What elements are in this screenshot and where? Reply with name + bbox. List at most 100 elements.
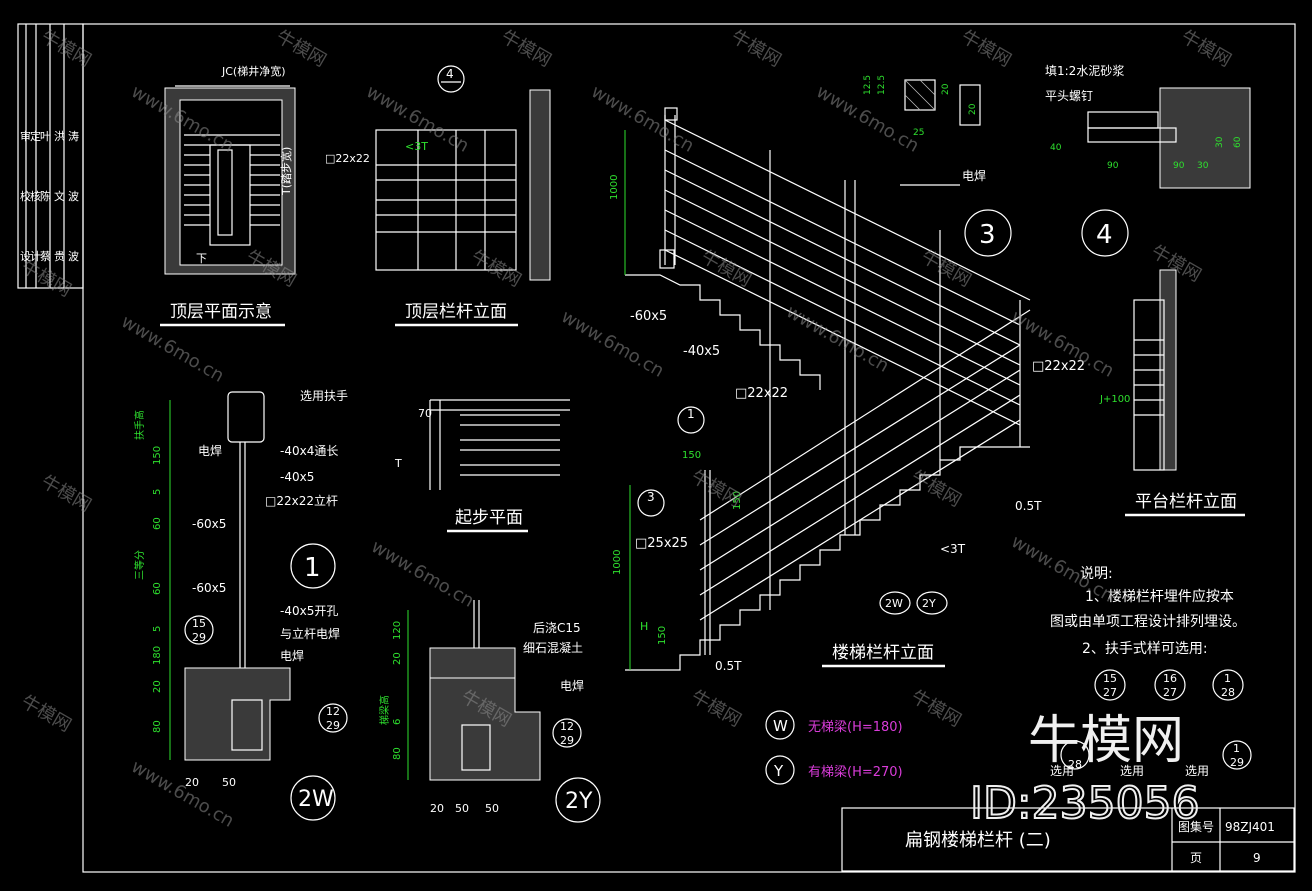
- wm-brand: 牛模网: [498, 26, 555, 71]
- detail-2y-number: 2Y: [565, 789, 593, 814]
- d2y-l3: 电焊: [560, 678, 584, 693]
- d1-l5: -60x5: [192, 581, 226, 595]
- d1-dim: 150: [152, 446, 163, 465]
- size-25x25: □25x25: [635, 536, 688, 551]
- d1-vlabel1: 扶手高: [133, 410, 146, 440]
- side-cell: 波: [68, 250, 79, 263]
- label-jc: JC(梯井净宽): [221, 64, 286, 78]
- d4-dim: 40: [1050, 143, 1062, 153]
- dim-h: H: [640, 620, 648, 633]
- atlas-number: 98ZJ401: [1225, 820, 1275, 834]
- top-plan-view: JC(梯井净宽) 下 T(踏步宽) 顶层平面示意: [160, 64, 296, 327]
- dim-j100: J+100: [1099, 394, 1130, 405]
- wm-brand: 牛模网: [698, 246, 755, 291]
- d4-dim: 30: [1215, 136, 1225, 148]
- side-cell: 文: [54, 189, 65, 203]
- wm-url: www.6mo.cn: [128, 756, 238, 832]
- page-label: 页: [1190, 851, 1202, 865]
- side-cell: 洪: [54, 129, 65, 143]
- d4-dim: 60: [1233, 136, 1243, 148]
- d1-dim: 180: [152, 646, 163, 665]
- d3-dim: 20: [968, 103, 978, 115]
- d1-l8: 电焊: [280, 648, 304, 663]
- wm-brand: 牛模网: [958, 26, 1015, 71]
- note-sel: 选用: [1120, 764, 1144, 778]
- wm-url: www.6mo.cn: [783, 301, 893, 377]
- atlas-label: 图集号: [1178, 819, 1214, 834]
- start-plan-title: 起步平面: [455, 508, 523, 528]
- wm-url: www.6mo.cn: [588, 81, 698, 157]
- d1-l7: 与立杆电焊: [280, 626, 340, 641]
- d2y-dim: 80: [392, 747, 403, 760]
- d1-weld: 电焊: [198, 443, 222, 458]
- note-ref: 15: [1103, 672, 1117, 685]
- d4-l2: 平头螺钉: [1045, 89, 1093, 103]
- note-ref: 27: [1163, 686, 1177, 699]
- d1-dim: 60: [152, 517, 163, 530]
- sheet-frame: [82, 23, 1296, 873]
- wm-brand: 牛模网: [38, 471, 95, 516]
- d3-dim: 12.5: [863, 75, 873, 95]
- d1-ref: 29: [326, 719, 340, 732]
- wm-brand: 牛模网: [728, 26, 785, 71]
- note-ref: 16: [1163, 672, 1177, 685]
- detail-2y: 后浇C15 细石混凝土 电焊 120 20 6 80 梯梁高 12 29 20 …: [378, 600, 601, 823]
- side-cell: 涛: [68, 129, 79, 143]
- notes-line2: 图或由单项工程设计排列埋设。: [1050, 614, 1246, 630]
- d1-ref: 12: [326, 705, 340, 718]
- dim-1000b: 1000: [612, 550, 623, 575]
- dim-150b: 150: [732, 491, 743, 510]
- flat-60x5: -60x5: [630, 309, 667, 324]
- legend-y: Y: [773, 762, 784, 780]
- detail-2w-number: 2W: [298, 787, 334, 812]
- dim-3t-b: <3T: [940, 542, 966, 556]
- d3-dim: 12.5: [877, 75, 887, 95]
- size-22x22: □22x22: [325, 152, 370, 165]
- d2y-l2: 细石混凝土: [523, 640, 583, 655]
- d1-dim: 5: [152, 626, 163, 632]
- note-ref: 1: [1224, 672, 1231, 685]
- side-cell: 定: [30, 129, 41, 143]
- d1-l1: -40x4通长: [280, 444, 338, 458]
- detail-1-2w: 选用扶手 电焊 -40x4通长 -40x5 □22x22立杆 -60x5 -60…: [133, 388, 348, 821]
- d1-l6: -40x5开孔: [280, 604, 338, 618]
- note-ref: 29: [1230, 756, 1244, 769]
- d2y-dim: 20: [392, 652, 403, 665]
- title-block: 扁钢楼梯栏杆 (二) 图集号 98ZJ401 页 9: [841, 807, 1295, 872]
- dim-3t: <3T: [405, 140, 428, 153]
- wm-brand: 牛模网: [18, 691, 75, 736]
- legend-w-text: 无梯梁(H=180): [808, 720, 903, 735]
- d1-l2: -40x5: [280, 470, 314, 484]
- d1-handrail: 选用扶手: [300, 388, 348, 403]
- d3-dim: 25: [913, 128, 924, 138]
- d1-ref: 15: [192, 617, 206, 630]
- d2y-b20: 20: [430, 802, 444, 815]
- size-22x22-b: □22x22: [735, 386, 788, 401]
- d2y-dim: 120: [392, 621, 403, 640]
- notes-line3: 2、扶手式样可选用:: [1082, 641, 1208, 657]
- dim-05t-a: 0.5T: [715, 659, 742, 673]
- d2y-l1: 后浇C15: [533, 621, 581, 635]
- wm-id: ID:235056: [970, 778, 1200, 829]
- side-cell: 蔡: [40, 250, 51, 263]
- dim-1000a: 1000: [609, 175, 620, 200]
- notes-line1: 1、楼梯栏杆埋件应按本: [1085, 588, 1234, 605]
- notes-title: 说明:: [1080, 566, 1113, 582]
- start-dimT: T: [394, 457, 402, 470]
- d2y-dim: 6: [392, 719, 403, 725]
- note-ref: 28: [1221, 686, 1235, 699]
- dim-05t-b: 0.5T: [1015, 499, 1042, 513]
- start-dim70: 70: [418, 407, 432, 420]
- legend-w: W: [773, 717, 788, 735]
- dim-150a: 150: [682, 450, 701, 461]
- d4-dim: 90: [1173, 161, 1185, 171]
- note-sel: 选用: [1050, 764, 1074, 778]
- side-cell: 计: [30, 250, 41, 263]
- legend-y-text: 有梯梁(H=270): [808, 765, 903, 780]
- wm-big-brand: 牛模网: [1028, 711, 1184, 771]
- d2y-ref: 29: [560, 734, 574, 747]
- d4-dim: 30: [1197, 161, 1209, 171]
- d2y-vlabel: 梯梁高: [378, 695, 391, 725]
- note-ref: 1: [1233, 742, 1240, 755]
